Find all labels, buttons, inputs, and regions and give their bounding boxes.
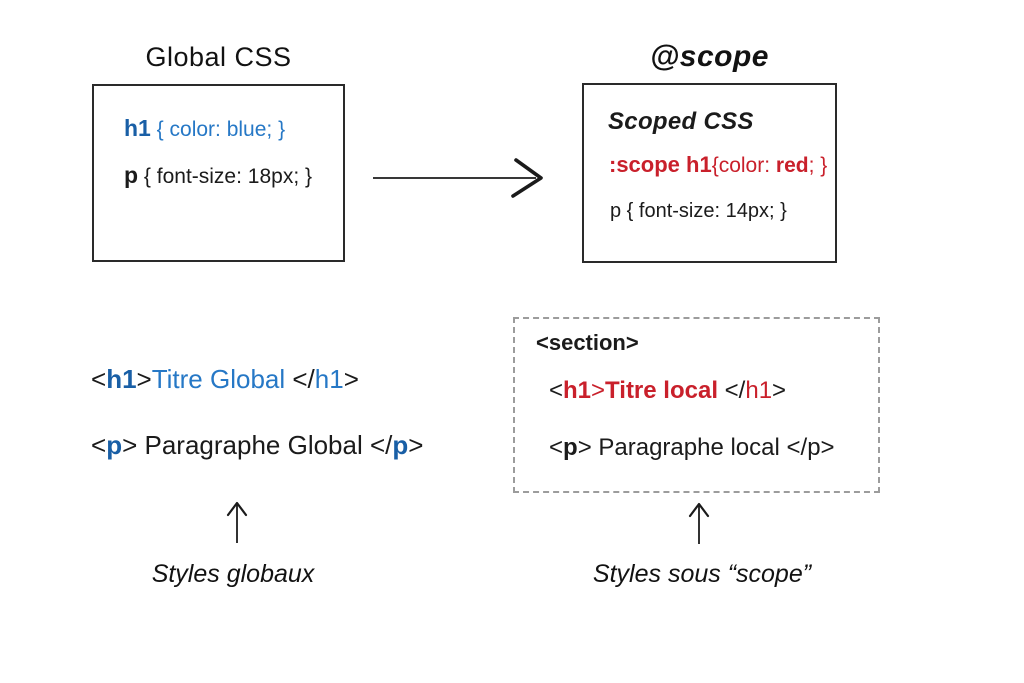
bracket: >: [577, 434, 592, 461]
bracket: </: [786, 434, 808, 461]
bracket: >: [820, 434, 835, 461]
titre-local-text: Titre local: [605, 377, 718, 404]
section-box: <section> <h1>Titre local </h1> <p> Para…: [513, 317, 880, 493]
local-h1-markup: <h1>Titre local </h1>: [549, 377, 786, 405]
bracket: >: [136, 364, 152, 394]
up-arrow-left-icon: [226, 501, 248, 543]
scoped-css-heading: Scoped CSS: [608, 108, 754, 135]
global-p-rule: p { font-size: 18px; }: [124, 161, 312, 191]
h1-close-tag: h1: [745, 377, 773, 404]
titre-global-text: Titre Global: [151, 364, 286, 394]
p-close-tag: p: [392, 430, 409, 460]
global-p-markup: <p> Paragraphe Global </p>: [91, 430, 423, 460]
caption-global: Styles globaux: [151, 560, 315, 588]
arrow-right-icon: [373, 158, 543, 198]
scope-rule-mid: {color:: [711, 154, 776, 177]
global-h1-rule: h1 { color: blue; }: [124, 114, 285, 144]
up-arrow-right-icon: [688, 502, 710, 544]
scoped-css-box: Scoped CSS :scope h1{color: red; } p { f…: [582, 83, 837, 263]
bracket: >: [343, 364, 359, 394]
global-css-box: h1 { color: blue; } p { font-size: 18px;…: [92, 84, 345, 262]
bracket: </: [285, 364, 315, 394]
p-tag: p: [563, 434, 578, 461]
scope-h1-rule: :scope h1{color: red; }: [609, 151, 827, 180]
h1-close-tag: h1: [314, 364, 344, 394]
global-css-title: Global CSS: [145, 42, 292, 72]
p-selector: p: [124, 162, 139, 188]
scoped-p-rule: p { font-size: 14px; }: [610, 200, 787, 222]
paragraphe-local-text: Paragraphe local: [591, 434, 787, 461]
scope-title: @scope: [650, 40, 769, 73]
h1-selector: h1: [124, 115, 151, 141]
scope-selector: :scope h1: [609, 152, 712, 177]
section-open-tag: <section>: [536, 330, 639, 355]
bracket: >: [772, 377, 787, 404]
bracket: <: [91, 430, 107, 460]
h1-tag: h1: [106, 364, 137, 394]
bracket: <: [549, 377, 564, 404]
paragraphe-global-text: Paragraphe Global: [137, 430, 370, 460]
p-rule-body: { font-size: 18px; }: [138, 165, 312, 188]
global-h1-markup: <h1>Titre Global </h1>: [91, 364, 359, 394]
p-tag: p: [106, 430, 123, 460]
scope-rule-value: red: [775, 154, 809, 177]
bracket: </: [369, 430, 393, 460]
scope-rule-end: ; }: [808, 154, 828, 177]
bracket: <: [91, 364, 107, 394]
bracket: >: [408, 430, 424, 460]
bracket: <: [549, 434, 564, 461]
local-p-markup: <p> Paragraphe local </p>: [549, 434, 835, 462]
bracket: </: [717, 377, 746, 404]
h1-tag: h1: [563, 377, 592, 404]
bracket: >: [591, 377, 606, 404]
h1-rule-body: { color: blue; }: [150, 118, 286, 141]
caption-scope: Styles sous “scope”: [592, 560, 812, 588]
bracket: >: [122, 430, 138, 460]
p-close-tag: p: [807, 434, 821, 461]
